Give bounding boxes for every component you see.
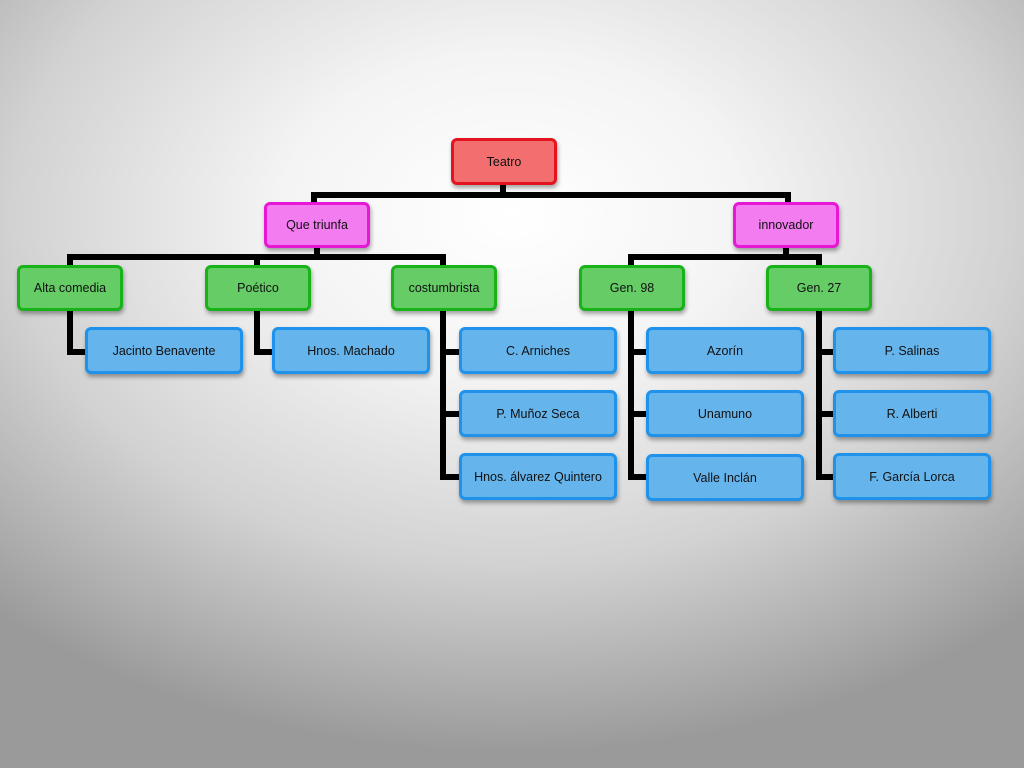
connector-alta-comedia xyxy=(67,309,88,355)
node-hnos-alvarez-quintero: Hnos. álvarez Quintero xyxy=(459,453,617,500)
node-unamuno: Unamuno xyxy=(646,390,804,437)
node-que-triunfa: Que triunfa xyxy=(264,202,370,248)
node-jacinto-benavente: Jacinto Benavente xyxy=(85,327,243,374)
node-azorin: Azorín xyxy=(646,327,804,374)
node-teatro: Teatro xyxy=(451,138,557,185)
connector-costumbrista xyxy=(440,309,462,480)
node-poetico: Poético xyxy=(205,265,311,311)
connector-root xyxy=(311,184,791,205)
node-valle-inclan: Valle Inclán xyxy=(646,454,804,501)
node-alta-comedia: Alta comedia xyxy=(17,265,123,311)
connector-que-triunfa xyxy=(67,245,446,268)
node-costumbrista: costumbrista xyxy=(391,265,497,311)
connector-gen98 xyxy=(628,309,648,480)
node-hnos-machado: Hnos. Machado xyxy=(272,327,430,374)
node-p-munoz-seca: P. Muñoz Seca xyxy=(459,390,617,437)
connector-innovador xyxy=(628,245,822,268)
node-r-alberti: R. Alberti xyxy=(833,390,991,437)
node-gen27: Gen. 27 xyxy=(766,265,872,311)
connector-gen27 xyxy=(816,309,836,480)
node-gen98: Gen. 98 xyxy=(579,265,685,311)
node-innovador: innovador xyxy=(733,202,839,248)
node-f-garcia-lorca: F. García Lorca xyxy=(833,453,991,500)
connector-poetico xyxy=(254,309,275,355)
node-c-arniches: C. Arniches xyxy=(459,327,617,374)
node-p-salinas: P. Salinas xyxy=(833,327,991,374)
